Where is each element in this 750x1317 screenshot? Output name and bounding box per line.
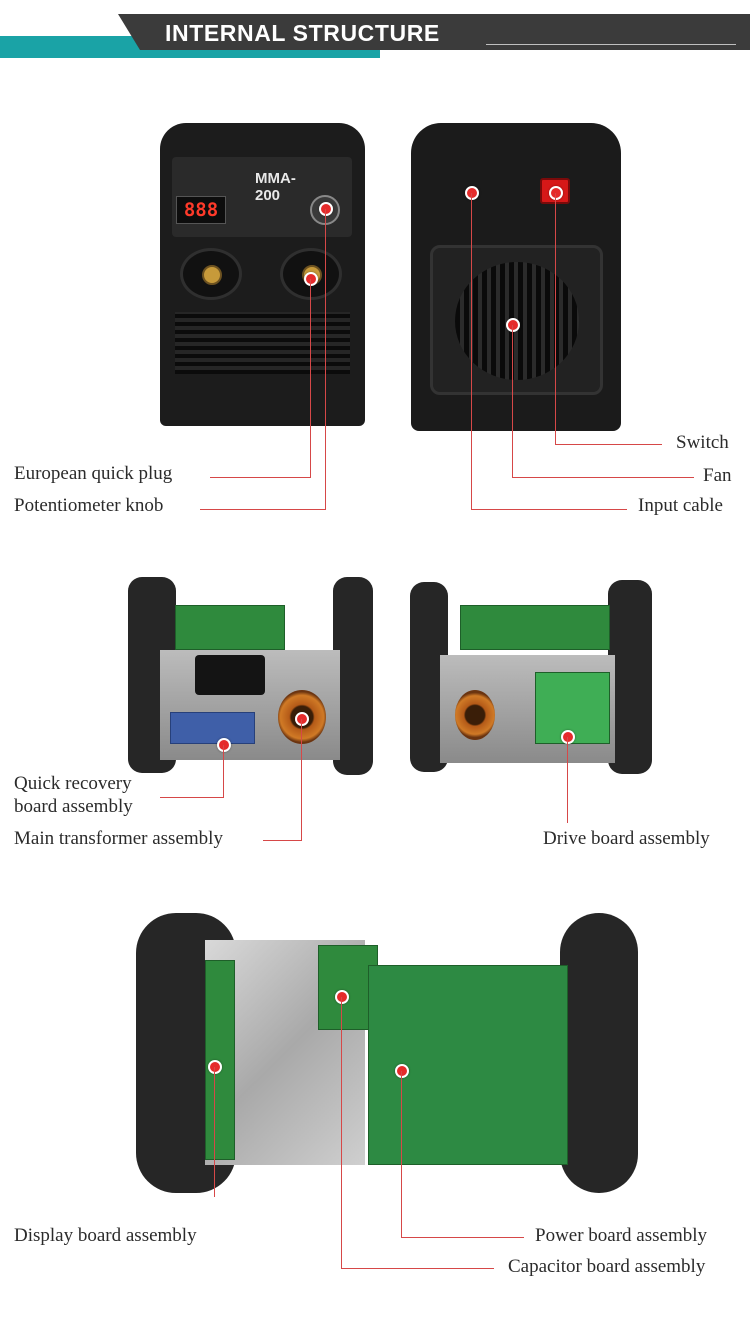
label-fan: Fan bbox=[703, 465, 732, 486]
banner-rule bbox=[486, 44, 736, 45]
leader-line bbox=[310, 279, 312, 477]
leader-line bbox=[401, 1237, 524, 1239]
leader-line bbox=[401, 1071, 403, 1237]
leader-line bbox=[263, 840, 302, 842]
display-board bbox=[205, 960, 235, 1160]
label-european-quick-plug: European quick plug bbox=[14, 463, 173, 484]
label-quick-recovery-line1: Quick recovery bbox=[14, 773, 132, 794]
socket-left bbox=[180, 248, 242, 300]
leader-line bbox=[325, 209, 327, 509]
page-title: INTERNAL STRUCTURE bbox=[165, 20, 440, 46]
top-board bbox=[460, 605, 610, 650]
label-display-board: Display board assembly bbox=[14, 1225, 197, 1246]
leader-line bbox=[555, 444, 662, 446]
current-display: 888 bbox=[176, 196, 226, 224]
leader-line bbox=[555, 193, 557, 444]
label-capacitor-board: Capacitor board assembly bbox=[508, 1256, 706, 1277]
leader-line bbox=[341, 997, 343, 1268]
leader-line bbox=[301, 719, 303, 840]
label-switch: Switch bbox=[676, 432, 729, 453]
leader-line bbox=[160, 797, 224, 799]
label-quick-recovery-line2: board assembly bbox=[14, 796, 133, 817]
recovery-board bbox=[170, 712, 255, 744]
leader-line bbox=[223, 745, 225, 797]
label-drive-board: Drive board assembly bbox=[543, 828, 710, 849]
label-potentiometer-knob: Potentiometer knob bbox=[14, 495, 164, 516]
label-main-transformer: Main transformer assembly bbox=[14, 828, 223, 849]
leader-line bbox=[471, 509, 627, 511]
leader-line bbox=[471, 193, 473, 509]
leader-line bbox=[512, 325, 514, 477]
leader-line bbox=[512, 477, 694, 479]
leader-line bbox=[341, 1268, 494, 1270]
label-power-board: Power board assembly bbox=[535, 1225, 708, 1246]
top-board bbox=[175, 605, 285, 650]
front-vents bbox=[175, 312, 350, 374]
end-cap-right bbox=[560, 913, 638, 1193]
leader-line bbox=[214, 1067, 216, 1197]
label-input-cable: Input cable bbox=[638, 495, 723, 516]
capacitor-bank bbox=[195, 655, 265, 695]
model-label: MMA-200 bbox=[255, 170, 296, 204]
inductor-coil bbox=[455, 690, 495, 740]
header-banner: INTERNAL STRUCTURE bbox=[0, 14, 750, 58]
leader-line bbox=[210, 477, 311, 479]
end-cap-right bbox=[608, 580, 652, 774]
leader-line bbox=[200, 509, 326, 511]
leader-line bbox=[567, 737, 569, 823]
